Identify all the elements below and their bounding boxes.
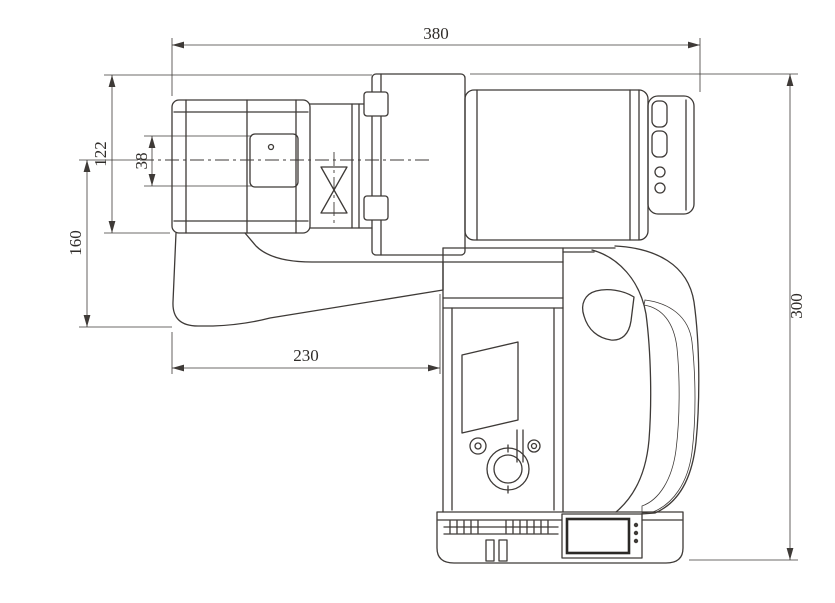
cap-screw [654,166,666,178]
base-slot [485,539,495,562]
dimension-arm-drop: 160 [66,159,172,328]
dim-overall-height-value: 300 [787,293,806,319]
dimension-overall-height: 300 [470,73,806,561]
wrench-head [171,99,311,234]
dimension-head-height: 122 [91,74,372,234]
vent-slot [651,100,668,128]
trigger [581,289,635,341]
base-slot [498,539,508,562]
gearbox-housing [309,73,466,256]
dim-arm-drop-value: 160 [66,230,85,256]
body-label-panel [461,341,519,434]
drive-pin-hole [267,143,275,151]
socket-boss [486,447,530,491]
display-button [633,522,639,528]
tool-body [442,247,616,513]
reaction-arm [172,232,444,327]
dimension-arm-reach: 230 [171,294,441,374]
display-panel [561,513,643,559]
motor-housing [464,89,649,241]
dim-arm-reach-value: 230 [293,346,319,365]
dim-head-height-value: 122 [91,141,110,167]
display-button [633,530,639,536]
cap-screw [654,182,666,194]
body-screw [527,439,541,453]
grip-texture [641,299,696,514]
display-screen [565,517,631,555]
body-screw [469,437,487,455]
base-housing [436,511,684,564]
dim-overall-length-value: 380 [423,24,449,43]
dim-square-drive-value: 38 [132,153,151,170]
dimension-square-drive: 38 [132,135,252,187]
handle-grip [562,245,700,515]
square-drive [249,133,299,188]
vent-slot [651,130,668,158]
bevel-gear-symbol [320,152,348,226]
display-button [633,538,639,544]
motor-end-cap [647,95,695,215]
dimension-overall-length: 380 [171,24,701,96]
